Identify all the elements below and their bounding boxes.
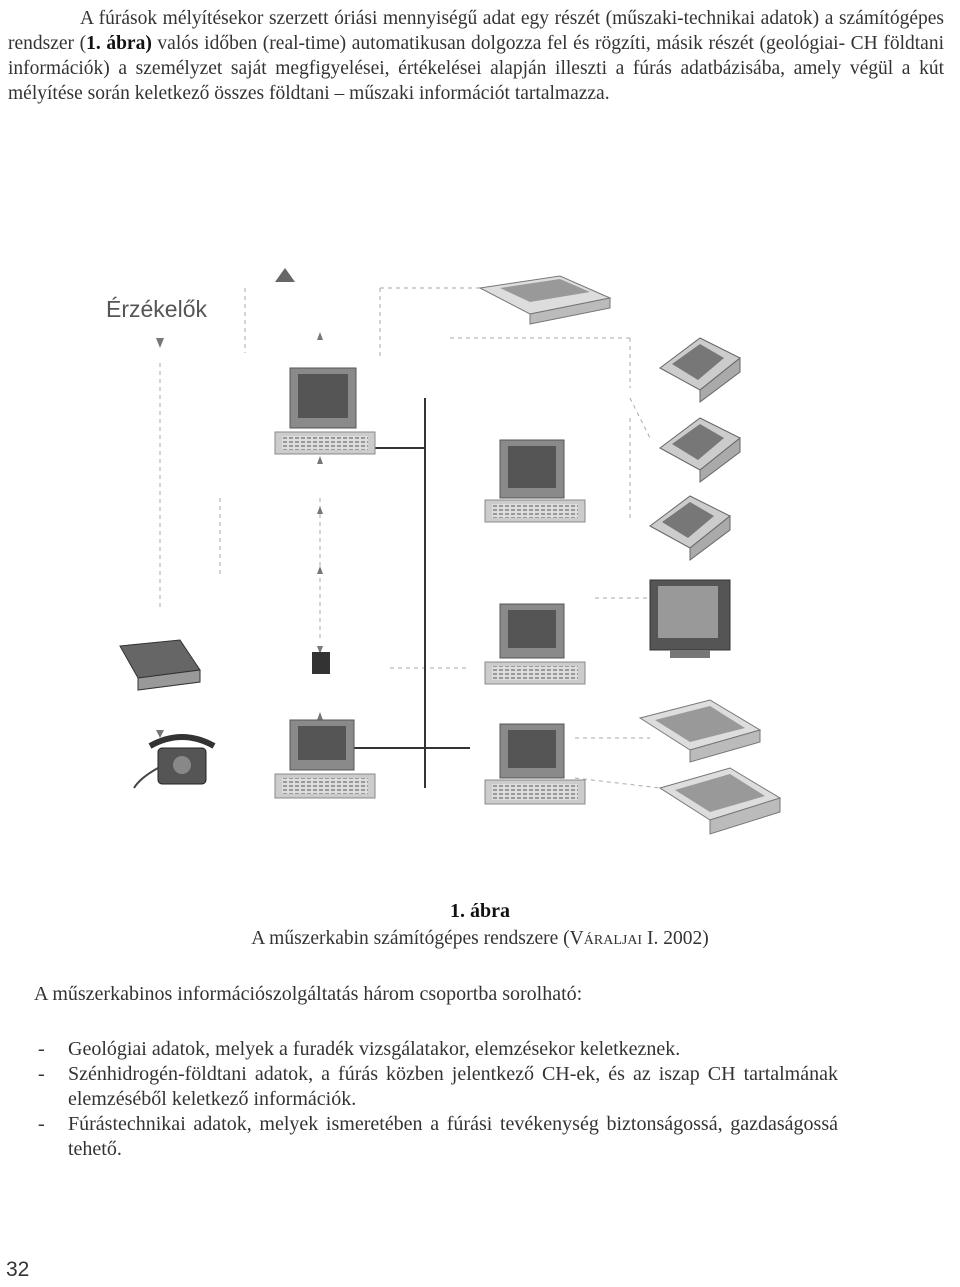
list-item-text: Fúrástechnikai adatok, melyek ismeretébe… — [68, 1113, 838, 1160]
computer-3 — [484, 603, 586, 685]
list-item-text: Szénhidrogén-földtani adatok, a fúrás kö… — [68, 1063, 838, 1110]
caption-author: Váraljai — [569, 928, 643, 949]
printer-right-5 — [658, 767, 782, 835]
figure-reference: 1. ábra) — [86, 33, 152, 54]
connector-arrows — [156, 332, 323, 738]
sensor-device — [275, 268, 295, 282]
printer-right-4 — [638, 699, 762, 763]
monitor-right — [649, 579, 731, 658]
dashed-connectors — [159, 287, 661, 789]
small-terminal — [312, 652, 330, 674]
list-dash: - — [38, 1038, 45, 1060]
figure-caption-number: 1. ábra — [450, 900, 510, 922]
list-item: - Geológiai adatok, melyek a furadék vizs… — [34, 1037, 838, 1062]
solid-connectors — [340, 398, 470, 788]
printer-right-3 — [649, 495, 731, 561]
network-diagram: Érzékelők — [60, 268, 900, 868]
figure-caption-text: A műszerkabin számítógépes rendszere (Vá… — [0, 928, 960, 950]
list-item: - Szénhidrogén-földtani adatok, a fúrás k… — [34, 1062, 838, 1112]
computer-5 — [484, 723, 586, 805]
caption-tail: I. 2002) — [642, 928, 709, 949]
sensors-label: Érzékelők — [106, 296, 207, 322]
list-dash: - — [38, 1063, 45, 1085]
printer-top — [478, 275, 612, 325]
intro-text-2: valós időben (real-time) automatikusan d… — [8, 33, 944, 104]
computer-4 — [274, 719, 376, 799]
network-diagram-svg — [119, 268, 782, 835]
printer-right-2 — [659, 417, 741, 483]
lead-sentence: A műszerkabinos információszolgáltatás h… — [34, 983, 583, 1005]
printer-right-1 — [659, 337, 741, 403]
info-categories-list: - Geológiai adatok, melyek a furadék vizs… — [34, 1037, 838, 1162]
list-item-text: Geológiai adatok, melyek a furadék vizsg… — [68, 1038, 681, 1060]
telephone-device — [133, 734, 216, 789]
intro-text-1: A fúrások mélyítésekor szerzett óriási m… — [8, 8, 944, 54]
modem-device — [119, 639, 201, 691]
computer-1 — [274, 367, 376, 455]
list-item: - Fúrástechnikai adatok, melyek ismeretéb… — [34, 1112, 838, 1162]
page-number: 32 — [6, 1258, 30, 1281]
intro-paragraph: A fúrások mélyítésekor szerzett óriási m… — [8, 6, 944, 106]
caption-text: A műszerkabin számítógépes rendszere ( — [251, 928, 570, 949]
list-dash: - — [38, 1113, 45, 1135]
computer-2 — [484, 439, 586, 523]
